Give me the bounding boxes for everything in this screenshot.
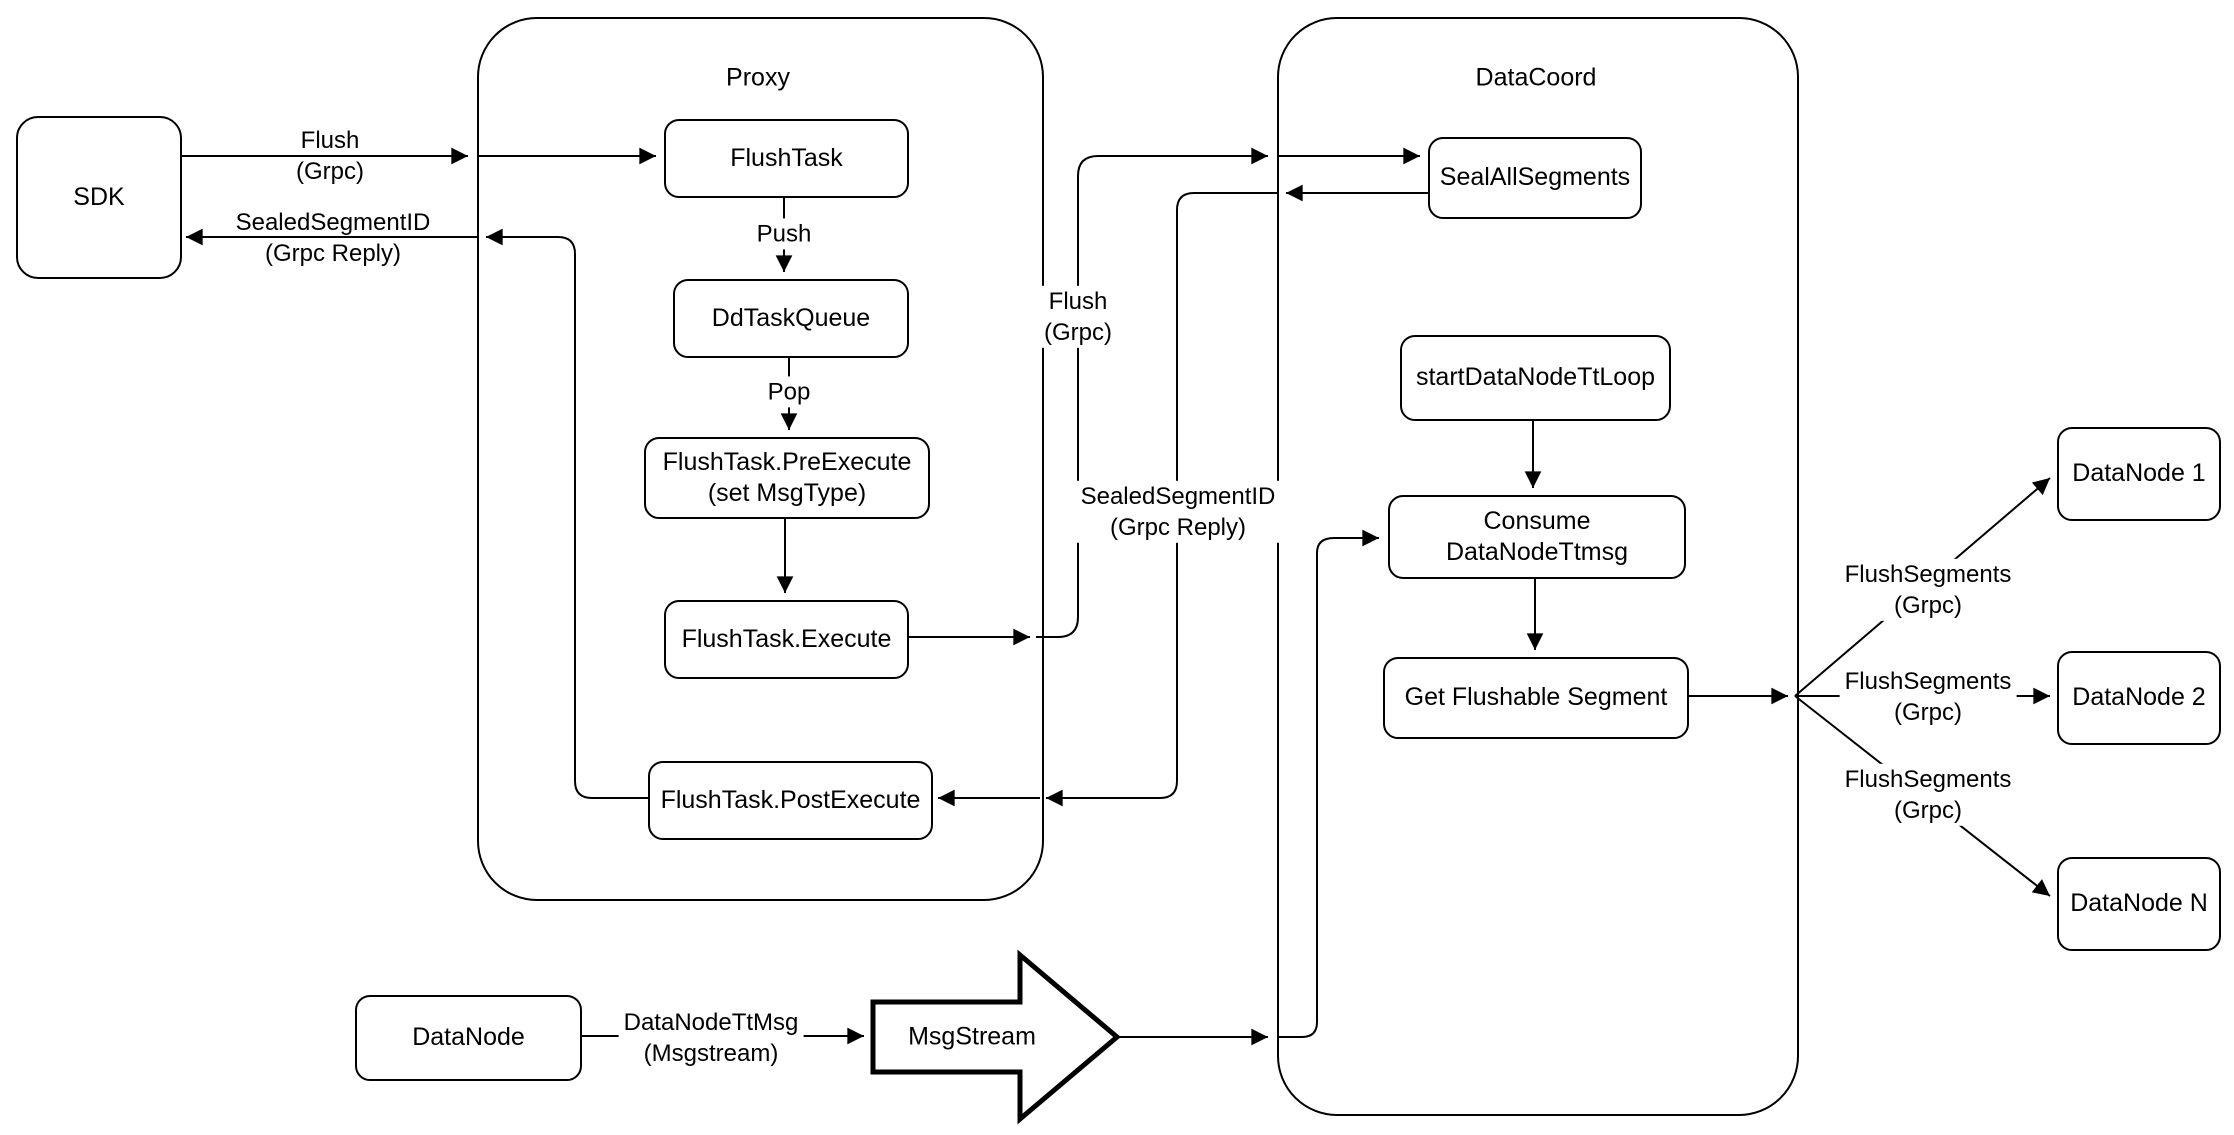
node-datanode1: DataNode 1 xyxy=(2057,427,2221,521)
node-postexecute: FlushTask.PostExecute xyxy=(648,761,933,840)
edge-datacoord-consume xyxy=(1277,529,1379,1038)
msgstream-arrow-shape xyxy=(870,949,1121,1125)
container-datacoord xyxy=(1277,17,1799,1116)
node-flushtask: FlushTask xyxy=(664,119,909,198)
node-ddtaskqueue: DdTaskQueue xyxy=(673,279,909,358)
node-datanoden: DataNode N xyxy=(2057,857,2221,951)
container-proxy xyxy=(477,17,1044,901)
edge-label-flushsegments-3: FlushSegments (Grpc) xyxy=(1839,763,2017,827)
node-execute: FlushTask.Execute xyxy=(664,600,909,679)
edge-label-flushsegments-1: FlushSegments (Grpc) xyxy=(1839,558,2017,622)
edge-label-pop: Pop xyxy=(762,376,816,408)
edge-label-push: Push xyxy=(751,218,817,250)
edge-label-datanodettmsg: DataNodeTtMsg (Msgstream) xyxy=(618,1006,804,1070)
node-startdatanodettloop: startDataNodeTtLoop xyxy=(1400,335,1671,421)
node-datanode2: DataNode 2 xyxy=(2057,651,2221,745)
msgstream-label: MsgStream xyxy=(908,1022,1036,1051)
edge-flush-channel xyxy=(1036,147,1268,638)
node-sdk: SDK xyxy=(16,116,182,279)
edge-label-flushsegments-2: FlushSegments (Grpc) xyxy=(1839,665,2017,729)
edge-label-sealedsegmentid-sdk: SealedSegmentID (Grpc Reply) xyxy=(235,208,431,267)
edge-postexecute-proxyedge xyxy=(486,228,648,799)
edge-label-sealedsegmentid-mid: SealedSegmentID (Grpc Reply) xyxy=(1075,480,1281,544)
edge-label-flush-grpc-sdk: Flush (Grpc) xyxy=(296,126,364,185)
node-getflushablesegment: Get Flushable Segment xyxy=(1383,657,1689,739)
node-preexecute: FlushTask.PreExecute (set MsgType) xyxy=(644,437,930,519)
node-datanode: DataNode xyxy=(355,995,582,1081)
container-datacoord-title: DataCoord xyxy=(1475,63,1597,92)
edge-label-flush-grpc-mid: Flush (Grpc) xyxy=(1039,285,1117,349)
node-sealallsegments: SealAllSegments xyxy=(1428,137,1642,219)
node-consume-datanodettmsg: Consume DataNodeTtmsg xyxy=(1388,495,1686,579)
container-proxy-title: Proxy xyxy=(726,63,790,92)
